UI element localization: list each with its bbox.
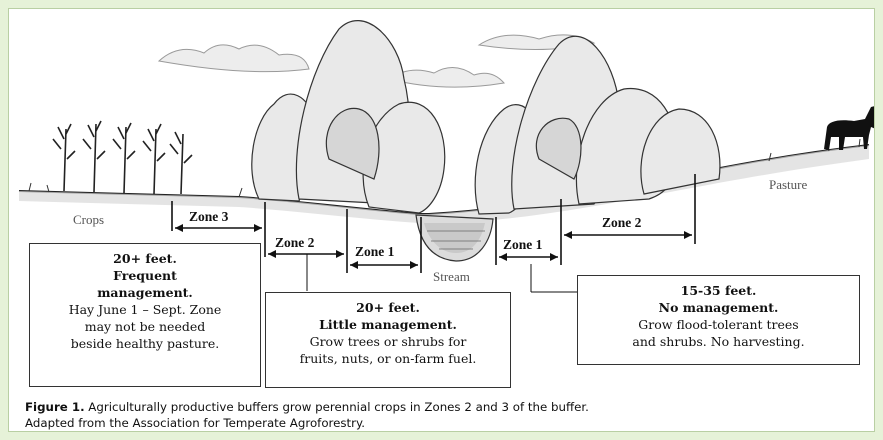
stream-label: Stream — [433, 269, 470, 284]
pasture-label: Pasture — [769, 177, 808, 192]
zone-2-width: 20+ feet. — [270, 299, 506, 316]
zone-1-left-label: Zone 1 — [355, 244, 395, 259]
figure-label: Figure 1. — [25, 400, 85, 414]
figure-frame: Crops Pasture Stream Zone 3 Zone 2 Zone … — [8, 8, 875, 432]
zone-3-description-box: 20+ feet. Frequent management. Hay June … — [29, 243, 261, 387]
left-tree-cluster — [252, 21, 445, 213]
zone-3-note-3: beside healthy pasture. — [34, 335, 256, 352]
zone-3-management: Frequent — [34, 267, 256, 284]
zone-3-note-1: Hay June 1 – Sept. Zone — [34, 301, 256, 318]
zone-2-description-box: 20+ feet. Little management. Grow trees … — [265, 292, 511, 388]
caption-text: Agriculturally productive buffers grow p… — [85, 400, 589, 414]
zone-3-note-2: may not be needed — [34, 318, 256, 335]
zone-3-label: Zone 3 — [189, 209, 229, 224]
horse-silhouette — [824, 106, 875, 150]
zone-3-management-cont: management. — [34, 284, 256, 301]
zone-3-width: 20+ feet. — [34, 250, 256, 267]
zone-1-description-box: 15-35 feet. No management. Grow flood-to… — [577, 275, 860, 365]
zone-1-management: No management. — [582, 299, 855, 316]
stream-basin — [416, 215, 493, 261]
zone-2-left-label: Zone 2 — [275, 235, 315, 250]
corn-crops — [53, 121, 192, 194]
caption-source: Adapted from the Association for Tempera… — [25, 415, 865, 431]
zone-2-note-1: Grow trees or shrubs for — [270, 333, 506, 350]
zone-1-width: 15-35 feet. — [582, 282, 855, 299]
figure-caption: Figure 1. Agriculturally productive buff… — [25, 399, 865, 431]
zone-2-management: Little management. — [270, 316, 506, 333]
zone-1-note-2: and shrubs. No harvesting. — [582, 333, 855, 350]
zone-2-right-label: Zone 2 — [602, 215, 642, 230]
zone-1-right-label: Zone 1 — [503, 237, 543, 252]
crops-label: Crops — [73, 212, 104, 227]
zone-2-note-2: fruits, nuts, or on-farm fuel. — [270, 350, 506, 367]
zone-1-note-1: Grow flood-tolerant trees — [582, 316, 855, 333]
